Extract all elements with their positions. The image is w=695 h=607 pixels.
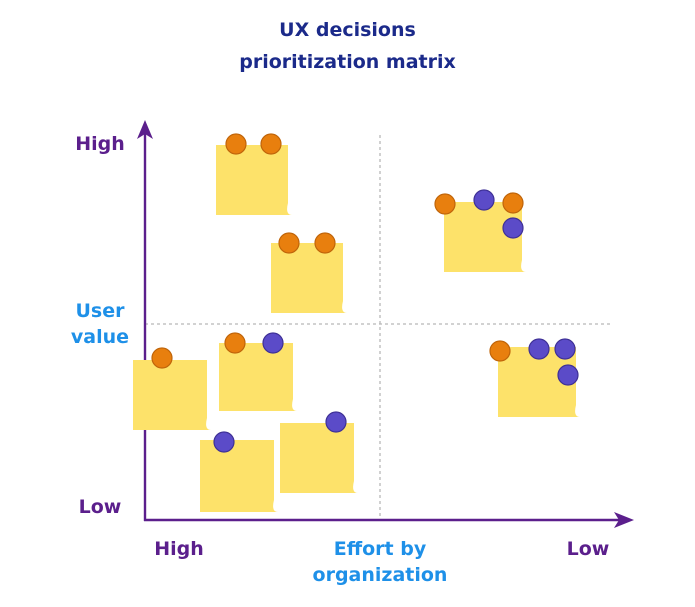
- orange-vote-dot: [434, 193, 456, 215]
- orange-vote-dot: [260, 133, 282, 155]
- y-axis-title-line-2: value: [70, 326, 130, 348]
- purple-vote-dot: [213, 431, 235, 453]
- y-axis-title-line-1: User: [75, 300, 125, 322]
- y-axis-title: User value: [55, 298, 145, 350]
- purple-vote-dot: [554, 338, 576, 360]
- orange-vote-dot: [224, 332, 246, 354]
- title-line-2: prioritization matrix: [239, 51, 456, 73]
- purple-vote-dot: [557, 364, 579, 386]
- orange-vote-dot: [502, 192, 524, 214]
- purple-vote-dot: [325, 411, 347, 433]
- sticky-note: [271, 243, 347, 313]
- x-axis-title: Effort by organization: [290, 536, 470, 588]
- purple-vote-dot: [473, 189, 495, 211]
- x-axis-title-line-2: organization: [312, 564, 448, 586]
- sticky-note: [444, 202, 526, 272]
- x-axis-arrow: [614, 512, 634, 528]
- x-axis-title-line-1: Effort by: [333, 538, 427, 560]
- orange-vote-dot: [225, 133, 247, 155]
- diagram-title: UX decisions prioritization matrix: [0, 14, 695, 78]
- sticky-note: [498, 347, 580, 417]
- x-axis-low-label: Low: [566, 538, 610, 560]
- purple-vote-dot: [262, 332, 284, 354]
- y-axis-arrow: [137, 120, 153, 139]
- x-axis-high-label: High: [154, 538, 204, 560]
- purple-vote-dot: [502, 217, 524, 239]
- purple-vote-dot: [528, 338, 550, 360]
- sticky-note: [280, 423, 358, 493]
- orange-vote-dot: [489, 340, 511, 362]
- orange-vote-dot: [314, 232, 336, 254]
- orange-vote-dot: [151, 347, 173, 369]
- orange-vote-dot: [278, 232, 300, 254]
- y-axis-high-label: High: [75, 133, 125, 155]
- sticky-note: [133, 360, 211, 430]
- y-axis-low-label: Low: [78, 496, 122, 518]
- sticky-note: [216, 145, 292, 215]
- title-line-1: UX decisions: [279, 19, 416, 41]
- sticky-note: [219, 343, 297, 411]
- sticky-note: [200, 440, 278, 512]
